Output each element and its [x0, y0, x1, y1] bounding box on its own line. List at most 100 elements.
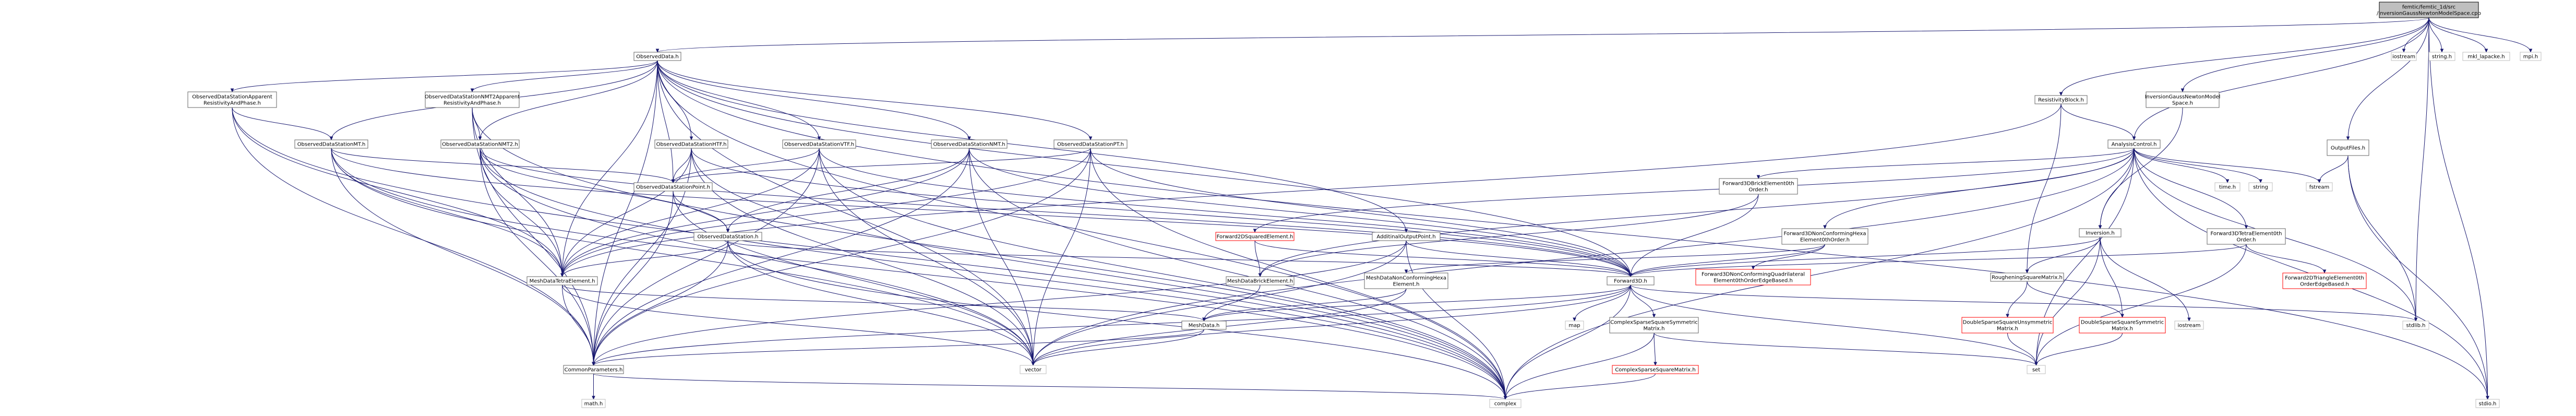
node-resistivity-block[interactable]: ResistivityBlock.h — [2034, 95, 2088, 104]
edge — [1033, 329, 1204, 365]
node-iostream-b[interactable]: iostream — [2174, 320, 2204, 330]
edge-obs-httf-to-vector — [691, 148, 1033, 365]
edge — [1033, 148, 2135, 365]
node-forward2d-squared[interactable]: Forward2DSquaredElement.h — [1215, 232, 1295, 241]
edge — [2347, 155, 2416, 321]
node-common-params[interactable]: CommonParameters.h — [563, 365, 624, 374]
node-obs-apparent-res[interactable]: ObservedDataStationApparentResistivityAn… — [187, 91, 277, 108]
node-box — [2174, 320, 2204, 330]
edge — [331, 148, 1033, 365]
node-obs-vtf[interactable]: ObservedDataStationVTF.h — [782, 139, 856, 149]
node-label: DoubleSparseSquareUnsymmetric — [1963, 320, 2053, 326]
node-mesh-data[interactable]: MeshData.h — [1181, 320, 1227, 330]
node-obs-station[interactable]: ObservedDataStation.h — [693, 232, 762, 241]
edge — [1654, 332, 2036, 365]
node-label: map — [1568, 323, 1580, 329]
edge — [472, 60, 658, 92]
node-mesh-brick[interactable]: MeshDataBrickElement.h — [1226, 276, 1295, 286]
edge-obs-nmt-to-complex — [969, 148, 1506, 399]
node-obs-pt[interactable]: ObservedDataStationPT.h — [1053, 139, 1128, 149]
node-inversion-h[interactable]: Inversion.h — [2079, 228, 2122, 237]
node-obs-httf[interactable]: ObservedDataStationHTF.h — [654, 139, 728, 149]
edge — [657, 60, 1631, 277]
node-complex-sq[interactable]: ComplexSparseSquareMatrix.h — [1612, 365, 1699, 374]
node-mpi-h[interactable]: mpi.h — [2520, 52, 2542, 61]
node-obs-point[interactable]: ObservedDataStationPoint.h — [633, 182, 713, 192]
node-fwd2d-triangle[interactable]: Forward2DTriangleElement0thOrderEdgeBase… — [2282, 272, 2367, 289]
node-mesh-tetra[interactable]: MeshDataTetraElement.h — [526, 276, 598, 286]
node-stdlib-h[interactable]: stdlib.h — [2402, 320, 2429, 330]
node-string[interactable]: string — [2248, 182, 2273, 192]
edge-observed-data-to-obs-point — [657, 60, 673, 183]
edge-obs-nmt-to-common-params — [594, 148, 969, 365]
node-label: Matrix.h — [2112, 326, 2133, 332]
node-roughening[interactable]: RougheningSquareMatrix.h — [1990, 272, 2064, 282]
node-output-files[interactable]: OutputFiles.h — [2327, 139, 2369, 156]
edge — [331, 148, 1505, 399]
edge — [1260, 194, 1759, 277]
edge — [2060, 103, 2134, 140]
node-box — [1372, 232, 1441, 241]
node-box — [654, 139, 728, 149]
node-inversion-gn-model[interactable]: InversionGaussNewtonModelSpace.h — [2145, 91, 2221, 108]
edge-forward3d-to-common-params — [594, 284, 1631, 365]
node-root[interactable]: femtic/femtic_1d/src/InversionGaussNewto… — [2377, 2, 2481, 18]
edge-obs-nmt-to-forward3d — [969, 148, 1631, 277]
node-fwd3d-nonconf-quad[interactable]: Forward3DNonConformingQuadrilateralEleme… — [1695, 269, 1811, 286]
node-iostream[interactable]: iostream — [2391, 52, 2417, 61]
edge — [232, 60, 658, 92]
edge-obs-mt-to-vector — [331, 148, 1033, 365]
node-map[interactable]: map — [1565, 320, 1584, 330]
node-additional-output[interactable]: AdditinalOutputPoint.h — [1372, 232, 1441, 241]
node-box — [294, 139, 368, 149]
edge-obs-vtf-to-obs-point — [673, 148, 820, 183]
edge-observed-data-to-obs-nmt2-apparent — [472, 60, 658, 92]
node-box — [2520, 52, 2542, 61]
node-time-h[interactable]: time.h — [2214, 182, 2240, 192]
node-box — [2379, 2, 2479, 18]
node-obs-mt[interactable]: ObservedDataStationMT.h — [294, 139, 368, 149]
node-math-h[interactable]: math.h — [581, 399, 606, 408]
node-observed-data[interactable]: ObservedData.h — [633, 52, 681, 61]
edge-observed-data-to-obs-nmt2 — [480, 60, 658, 140]
edge-obs-httf-to-forward3d — [691, 148, 1631, 277]
edge-root-to-mpi-h — [2428, 17, 2531, 52]
node-mkl-lapacke[interactable]: mkl_lapacke.h — [2462, 52, 2510, 61]
node-set[interactable]: set — [2027, 365, 2046, 374]
edge — [331, 148, 594, 365]
node-fwd3d-nonconf[interactable]: Forward3DNonConformingHexaElement0thOrde… — [1781, 228, 1868, 245]
edge-analysis-control-to-fwd3d-tetra — [2134, 148, 2246, 229]
edge — [819, 148, 1033, 365]
node-vector[interactable]: vector — [1020, 365, 1047, 374]
node-analysis-control[interactable]: AnalysisControl.h — [2107, 139, 2161, 149]
edge — [331, 148, 562, 277]
edge-observed-data-to-complex — [657, 60, 1505, 399]
node-stdio-h[interactable]: stdio.h — [2475, 399, 2500, 408]
edge — [472, 107, 562, 277]
node-obs-nmt2[interactable]: ObservedDataStationNMT2.h — [440, 139, 520, 149]
edge — [594, 148, 969, 365]
edge — [2404, 17, 2429, 52]
node-fstream[interactable]: fstream — [2306, 182, 2333, 192]
edge — [657, 60, 819, 140]
node-box — [1607, 276, 1655, 286]
node-label: Forward2DTriangleElement0th — [2285, 276, 2364, 281]
edge — [657, 60, 673, 183]
edge — [2036, 236, 2101, 365]
edge-forward3d-to-complex — [1505, 284, 1631, 399]
node-label: Matrix.h — [1643, 326, 1664, 332]
edge-obs-vtf-to-mesh-tetra — [562, 148, 820, 277]
node-label: ResistivityBlock.h — [2038, 98, 2084, 103]
node-string-h[interactable]: string.h — [2428, 52, 2455, 61]
edge-forward2d-squared-to-mesh-brick — [1254, 240, 1260, 277]
node-forward3d[interactable]: Forward3D.h — [1607, 276, 1655, 286]
node-obs-nmt[interactable]: ObservedDataStationNMT.h — [931, 139, 1008, 149]
node-complex[interactable]: complex — [1489, 399, 1521, 408]
node-obs-nmt2-apparent[interactable]: ObservedDataStationNMT2ApparentResistivi… — [425, 91, 520, 108]
